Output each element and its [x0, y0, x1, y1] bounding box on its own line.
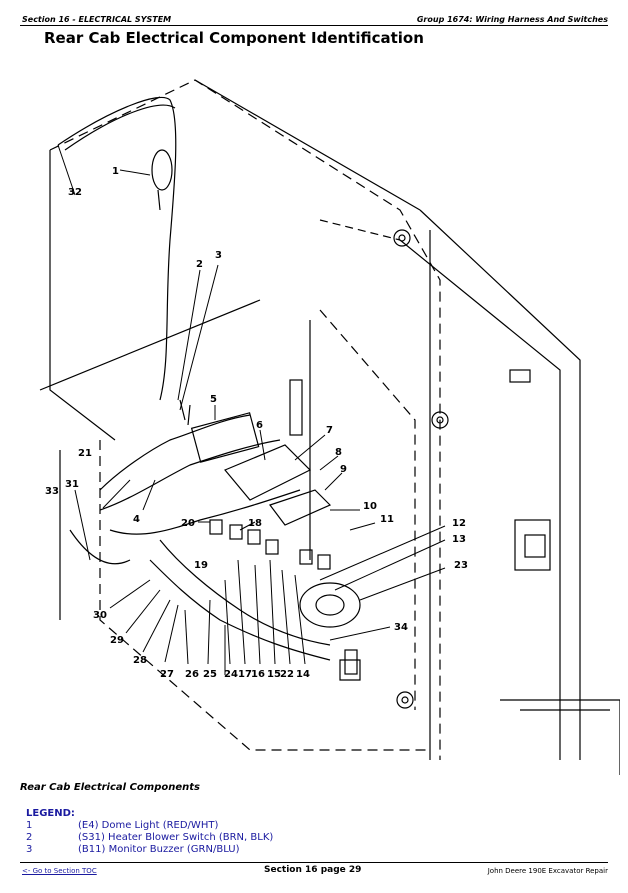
callout-8: 8 [335, 447, 342, 458]
callout-18: 18 [248, 518, 262, 529]
callout-4: 4 [133, 514, 140, 525]
callout-2: 2 [196, 259, 203, 270]
callout-10: 10 [363, 501, 377, 512]
group-header: Group 1674: Wiring Harness And Switches [416, 15, 608, 24]
legend-item-number: 2 [26, 832, 33, 843]
callout-27: 27 [160, 669, 174, 680]
legend-item-text: (S31) Heater Blower Switch (BRN, BLK) [78, 832, 274, 843]
callout-11: 11 [380, 514, 394, 525]
callout-33: 33 [45, 486, 59, 497]
components-subtitle: Rear Cab Electrical Components [20, 782, 200, 793]
callout-3: 3 [215, 250, 222, 261]
page-number: Section 16 page 29 [264, 865, 362, 875]
callout-22: 22 [280, 669, 294, 680]
legend-item-text: (E4) Dome Light (RED/WHT) [78, 820, 219, 831]
callout-13: 13 [452, 534, 466, 545]
callout-19: 19 [194, 560, 208, 571]
page-title: Rear Cab Electrical Component Identifica… [44, 29, 424, 47]
callout-7: 7 [326, 425, 333, 436]
legend-item: 3 (B11) Monitor Buzzer (GRN/BLU) [26, 844, 240, 855]
callout-17: 17 [238, 669, 252, 680]
manual-title: John Deere 190E Excavator Repair [487, 867, 608, 875]
callout-16: 16 [251, 669, 265, 680]
callout-29: 29 [110, 635, 124, 646]
callout-31: 31 [65, 479, 79, 490]
callout-9: 9 [340, 464, 347, 475]
callout-20: 20 [181, 518, 195, 529]
callout-26: 26 [185, 669, 199, 680]
legend-item-number: 1 [26, 820, 33, 831]
footer-rule [20, 862, 608, 863]
cab-wiring-diagram: 1 2 3 4 5 6 7 8 9 10 11 12 13 14 15 16 1… [39, 79, 620, 775]
legend-item-text: (B11) Monitor Buzzer (GRN/BLU) [78, 844, 240, 855]
section-header: Section 16 - ELECTRICAL SYSTEM [22, 15, 172, 24]
callout-15: 15 [267, 669, 281, 680]
callout-28: 28 [133, 655, 147, 666]
callout-25: 25 [203, 669, 217, 680]
callout-32: 32 [68, 187, 82, 198]
legend-title: LEGEND: [26, 808, 75, 819]
legend-item: 1 (E4) Dome Light (RED/WHT) [26, 820, 218, 831]
callout-5: 5 [210, 394, 217, 405]
callout-34: 34 [394, 622, 408, 633]
section-toc-link[interactable]: <- Go to Section TOC [22, 867, 97, 875]
legend-item: 2 (S31) Heater Blower Switch (BRN, BLK) [26, 832, 273, 843]
callout-21: 21 [78, 448, 92, 459]
callout-6: 6 [256, 420, 263, 431]
callout-23: 23 [454, 560, 468, 571]
header-rule [20, 25, 608, 26]
callout-24: 24 [224, 669, 238, 680]
callout-12: 12 [452, 518, 466, 529]
callout-30: 30 [93, 610, 107, 621]
callout-1: 1 [112, 166, 119, 177]
legend-item-number: 3 [26, 844, 33, 855]
callout-14: 14 [296, 669, 310, 680]
